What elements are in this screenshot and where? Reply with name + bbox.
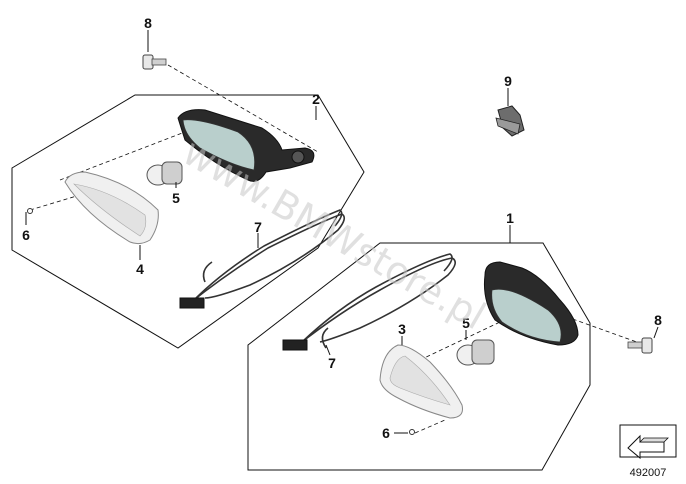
callout-label-3: 3 <box>398 321 406 337</box>
callout-label-6-right: 6 <box>382 425 390 441</box>
turn-signal-housing-part-2 <box>177 109 315 182</box>
orientation-arrow-icon <box>619 424 677 460</box>
callout-label-4: 4 <box>136 261 144 277</box>
callout-label-9: 9 <box>504 73 512 89</box>
callout-label-8-top: 8 <box>144 15 152 31</box>
callout-label-6-left: 6 <box>22 227 30 243</box>
callout-label-8-right: 8 <box>654 312 662 328</box>
screw-part-8-top <box>142 54 167 70</box>
cable-part-7-right <box>282 253 456 351</box>
left-assembly-frame <box>11 94 365 349</box>
document-number: 492007 <box>630 467 667 479</box>
watermark-text: www.BMWstore.pl <box>176 130 493 339</box>
screw-part-8-right <box>627 337 653 354</box>
bulb-part-5-right <box>456 339 495 366</box>
callout-label-7-right: 7 <box>328 355 336 371</box>
screw-part-6-left <box>27 208 33 214</box>
callout-label-5-right: 5 <box>462 315 470 331</box>
turn-signal-housing-part-1 <box>484 261 579 346</box>
bulb-part-5-left <box>146 161 183 186</box>
callout-label-5-left: 5 <box>172 190 180 206</box>
right-assembly-frame <box>247 242 591 471</box>
cable-part-7-left <box>179 209 346 309</box>
callout-label-7-left: 7 <box>254 219 262 235</box>
lens-part-4 <box>64 171 159 245</box>
callout-label-2: 2 <box>312 91 320 107</box>
clip-part-9 <box>495 105 525 137</box>
screw-part-6-right <box>409 429 415 435</box>
lens-part-3 <box>379 344 463 419</box>
leader-lines <box>25 30 659 434</box>
callout-label-1: 1 <box>506 210 514 226</box>
